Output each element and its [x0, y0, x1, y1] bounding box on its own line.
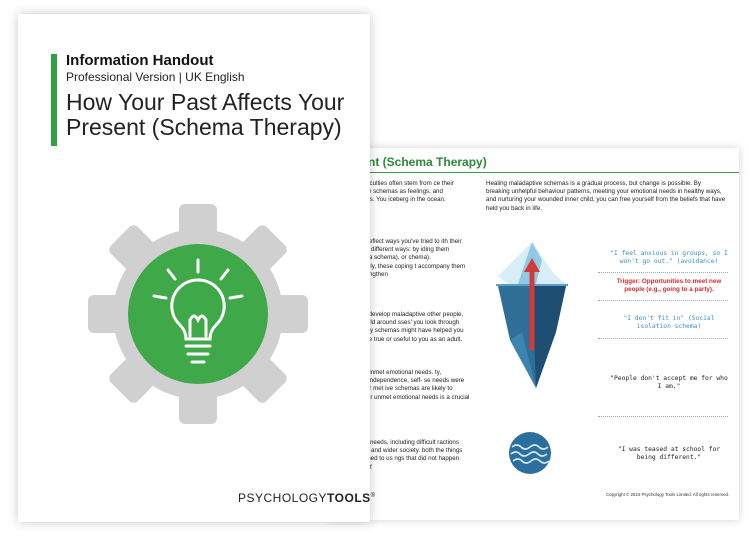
behaviour-annotation: "I feel anxious in groups, so I won't go…: [610, 250, 728, 265]
iceberg-icon: [496, 242, 568, 388]
memory-annotation: "I was teased at school for being differ…: [617, 446, 721, 461]
accent-bar: [51, 54, 57, 146]
inner-page-title: esent (Schema Therapy): [348, 155, 487, 169]
gear-illustration: [88, 204, 308, 424]
annotation-divider: [598, 272, 728, 273]
left-paragraph-1: ersonal difficulties often stem from ce …: [338, 180, 454, 204]
ocean-waves-icon: [509, 432, 551, 474]
title-rule: [328, 172, 739, 173]
annotation-divider: [598, 416, 728, 417]
belief-annotation: "People don't accept me for who I am.": [610, 375, 728, 390]
copyright-notice: Copyright © 2024 Psychology Tools Limite…: [606, 492, 730, 497]
annotation-divider: [598, 300, 728, 301]
cover-page: Information Handout Professional Version…: [18, 14, 375, 522]
trigger-annotation: Trigger: Opportunities to meet new peopl…: [616, 278, 722, 293]
left-paragraph-3: ge, people develop maladaptive other peo…: [338, 311, 464, 343]
version-label: Professional Version | UK English: [66, 70, 245, 84]
cover-title: How Your Past Affects Your Present (Sche…: [66, 89, 345, 140]
annotation-divider: [598, 338, 728, 339]
lightbulb-icon: [152, 258, 244, 364]
thought-annotation: "I don't fit in" (Social isolation schem…: [623, 315, 715, 330]
inner-page: esent (Schema Therapy) ersonal difficult…: [328, 148, 739, 520]
handout-label: Information Handout: [66, 52, 214, 69]
brand-logo: PSYCHOLOGYTOOLS®: [238, 491, 376, 505]
gear-icon: [88, 204, 308, 424]
right-intro: Healing maladaptive schemas is a gradual…: [486, 180, 726, 212]
